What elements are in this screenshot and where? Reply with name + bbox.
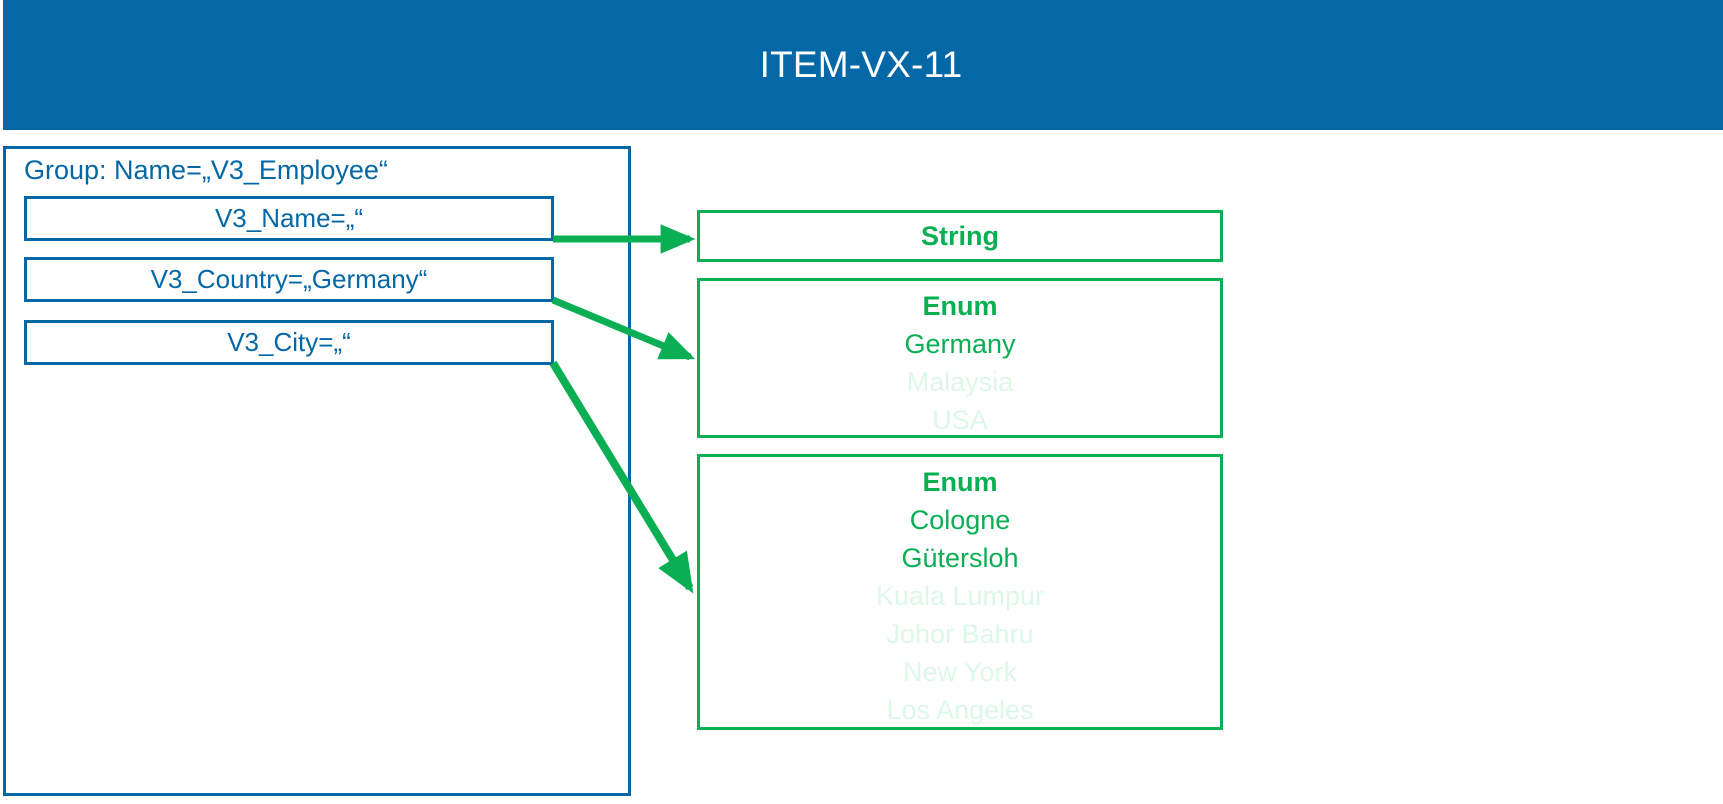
enum-item[interactable]: Kuala Lumpur	[875, 581, 1045, 611]
enum-item[interactable]: Gütersloh	[901, 543, 1019, 573]
type-box-enum-country[interactable]: Enum Germany Malaysia USA	[697, 278, 1223, 438]
enum-item[interactable]: Germany	[904, 329, 1016, 359]
page-title: ITEM-VX-11	[3, 0, 1723, 130]
type-box-title: Enum	[922, 467, 998, 497]
enum-item[interactable]: Los Angeles	[886, 695, 1034, 725]
page-title-text: ITEM-VX-11	[759, 44, 963, 85]
enum-item[interactable]: USA	[932, 405, 988, 435]
group-label: Group: Name=„V3_Employee“	[24, 155, 388, 185]
attribute-box-v3-country[interactable]: V3_Country=„Germany“	[24, 257, 554, 302]
header-bar: ITEM-VX-11	[3, 0, 1723, 130]
enum-item[interactable]: Johor Bahru	[886, 619, 1034, 649]
enum-item[interactable]: New York	[902, 657, 1018, 687]
enum-item[interactable]: Malaysia	[906, 367, 1014, 397]
attribute-box-v3-name[interactable]: V3_Name=„“	[24, 196, 554, 241]
enum-item[interactable]: Cologne	[909, 505, 1011, 535]
type-box-string[interactable]: String	[697, 210, 1223, 262]
type-box-title: Enum	[922, 291, 998, 321]
type-box-enum-city[interactable]: Enum Cologne Gütersloh Kuala Lumpur Joho…	[697, 454, 1223, 730]
group-container	[3, 146, 631, 796]
type-box-title: String	[921, 221, 999, 251]
attribute-box-v3-city[interactable]: V3_City=„“	[24, 320, 554, 365]
